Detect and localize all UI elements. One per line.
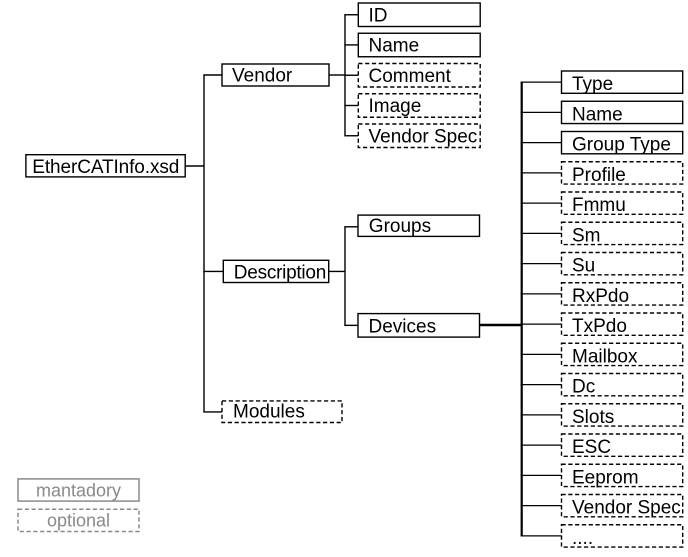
svg-text:Comment: Comment — [369, 66, 452, 87]
svg-text:Dc: Dc — [572, 377, 595, 398]
svg-text:Modules: Modules — [233, 401, 305, 422]
svg-text:optional: optional — [47, 511, 110, 531]
svg-text:Eeprom: Eeprom — [572, 467, 639, 488]
svg-text:Fmmu: Fmmu — [572, 195, 626, 216]
svg-text:TxPdo: TxPdo — [572, 316, 627, 337]
svg-text:Image: Image — [369, 96, 422, 117]
svg-text:Mailbox: Mailbox — [572, 346, 638, 367]
svg-text:Vendor: Vendor — [232, 66, 293, 87]
svg-text:Description: Description — [234, 263, 326, 284]
svg-text:Profile: Profile — [572, 165, 626, 186]
svg-text:Vendor Spec: Vendor Spec — [369, 126, 478, 147]
svg-text:Name: Name — [369, 36, 420, 57]
svg-text:Type: Type — [572, 74, 613, 95]
svg-text:Devices: Devices — [369, 316, 437, 337]
svg-text:Slots: Slots — [572, 407, 614, 428]
svg-text:Vendor Spec: Vendor Spec — [572, 498, 681, 519]
svg-text:Su: Su — [572, 256, 595, 277]
svg-text:EtherCATInfo.xsd: EtherCATInfo.xsd — [32, 157, 179, 178]
svg-text:ESC: ESC — [572, 437, 611, 458]
svg-text:Groups: Groups — [369, 216, 431, 237]
svg-text:mantadory: mantadory — [36, 480, 121, 500]
svg-text:ID: ID — [369, 5, 388, 26]
svg-text:Group Type: Group Type — [572, 135, 671, 156]
svg-text:Sm: Sm — [572, 225, 601, 246]
svg-text:....: .... — [572, 528, 593, 549]
svg-text:Name: Name — [572, 104, 623, 125]
svg-text:RxPdo: RxPdo — [572, 286, 629, 307]
